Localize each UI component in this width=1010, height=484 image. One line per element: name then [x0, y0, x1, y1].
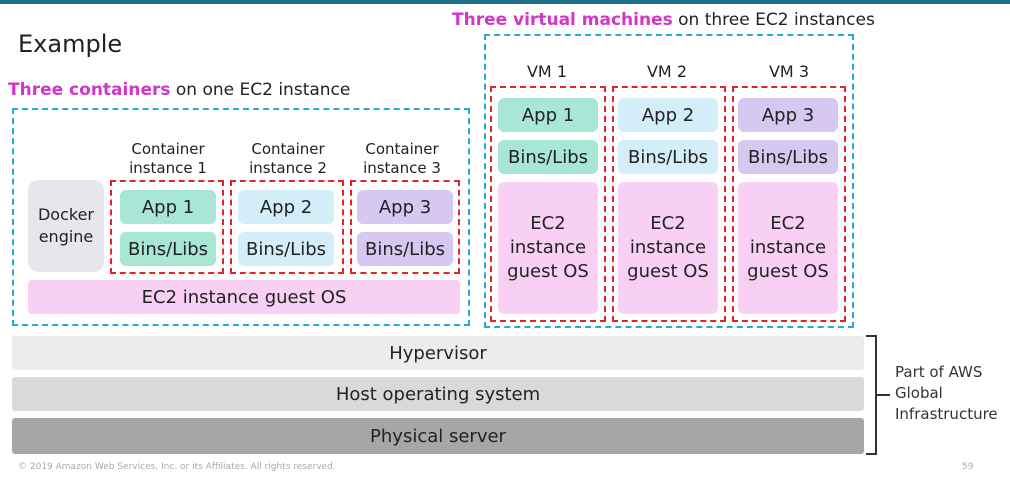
- docker-engine-label: Docker engine: [37, 205, 95, 246]
- container-3-app: App 3: [357, 190, 453, 224]
- docker-engine: Docker engine: [28, 180, 104, 272]
- vm-1: [490, 86, 606, 322]
- vm-1-app: App 1: [498, 98, 598, 132]
- container-2-libs: Bins/Libs: [238, 232, 334, 266]
- vm-3-guest-os: EC2 instance guest OS: [738, 182, 838, 314]
- container-3-libs: Bins/Libs: [357, 232, 453, 266]
- vm-3-app: App 3: [738, 98, 838, 132]
- copyright-footer: © 2019 Amazon Web Services, Inc. or its …: [18, 462, 336, 472]
- vm-1-guest-os: EC2 instance guest OS: [498, 182, 598, 314]
- aws-infrastructure-note: Part of AWS Global Infrastructure: [895, 363, 998, 423]
- top-accent-bar: [0, 0, 1010, 4]
- vm-2-label: VM 2: [646, 62, 687, 81]
- vms-group: [484, 34, 854, 328]
- vm-2-app: App 2: [618, 98, 718, 132]
- page-title: Example: [18, 30, 123, 58]
- container-1: [110, 180, 224, 274]
- containers-group: [12, 108, 470, 326]
- container-1-libs: Bins/Libs: [120, 232, 216, 266]
- vm-2-libs: Bins/Libs: [618, 140, 718, 174]
- container-3-label: Container instance 3: [363, 140, 441, 177]
- host-os-layer: Host operating system: [12, 377, 864, 411]
- page-number: 59: [962, 462, 974, 472]
- vms-caption-highlight: Three virtual machines: [452, 10, 673, 30]
- container-2: [230, 180, 344, 274]
- container-1-label: Container instance 1: [129, 140, 207, 177]
- containers-guest-os: EC2 instance guest OS: [28, 280, 460, 314]
- physical-server-layer: Physical server: [12, 418, 864, 454]
- vm-2: [612, 86, 726, 322]
- vms-caption: Three virtual machines on three EC2 inst…: [452, 10, 875, 30]
- vms-caption-rest: on three EC2 instances: [672, 10, 875, 30]
- container-1-app: App 1: [120, 190, 216, 224]
- containers-caption-highlight: Three containers: [8, 80, 171, 100]
- vm-2-guest-os: EC2 instance guest OS: [618, 182, 718, 314]
- container-2-label: Container instance 2: [249, 140, 327, 177]
- vm-1-label: VM 1: [526, 62, 567, 81]
- container-3: [350, 180, 460, 274]
- hypervisor-layer: Hypervisor: [12, 336, 864, 370]
- vm-1-libs: Bins/Libs: [498, 140, 598, 174]
- bracket-icon: [866, 335, 890, 455]
- containers-caption: Three containers on one EC2 instance: [8, 80, 350, 100]
- containers-caption-rest: on one EC2 instance: [170, 80, 351, 100]
- container-2-app: App 2: [238, 190, 334, 224]
- vm-3: [732, 86, 846, 322]
- vm-3-libs: Bins/Libs: [738, 140, 838, 174]
- vm-3-label: VM 3: [768, 62, 809, 81]
